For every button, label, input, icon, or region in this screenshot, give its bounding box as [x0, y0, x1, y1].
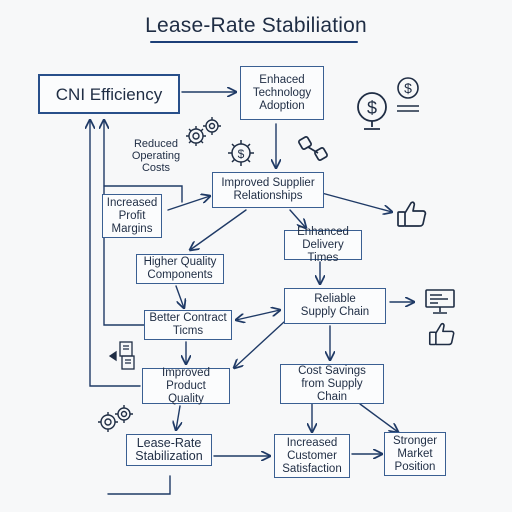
svg-text:$: $ — [238, 147, 245, 161]
arrow-contract-feedback — [104, 120, 145, 326]
wrench-icon — [298, 136, 328, 161]
arrow-quality-feedback — [90, 120, 141, 387]
title-underline — [150, 41, 358, 43]
node-market-position: Stronger Market Position — [384, 432, 446, 476]
node-quality-components: Higher Quality Components — [136, 254, 224, 284]
gears-icon-2 — [98, 405, 133, 432]
svg-text:$: $ — [367, 98, 377, 118]
thumbs-up-icon — [397, 201, 427, 227]
arrow-costsavings-to-market — [359, 403, 398, 432]
node-supplier-relationships: Improved Supplier Relationships — [212, 172, 324, 208]
node-profit-margins: Increased Profit Margins — [102, 194, 162, 238]
gear-with-dollar-icon: $ — [228, 140, 254, 166]
documents-icon — [108, 341, 135, 370]
thumbs-up-icon-2 — [428, 322, 455, 346]
arrow-supplier-to-components — [190, 209, 247, 250]
node-cni-efficiency: CNI Efficiency — [38, 74, 180, 114]
arrow-supplychain-to-quality — [234, 321, 285, 368]
arrow-lease-bottom — [107, 475, 171, 495]
arrow-components-to-contract — [175, 285, 184, 308]
node-technology-adoption: Enhaced Technology Adoption — [240, 66, 324, 120]
node-product-quality: Improved Product Quality — [142, 367, 230, 405]
dollar-sign-on-stand-icon: $ — [357, 92, 387, 130]
node-delivery-times: Enhanced Delivery Times — [284, 226, 362, 264]
gears-icon — [186, 117, 221, 146]
dollar-sign-icon: $ — [397, 77, 419, 99]
computer-monitor-icon — [425, 289, 455, 314]
node-cost-savings: Cost Savings from Supply Chain — [280, 364, 384, 404]
arrow-contract-supplychain — [236, 310, 280, 320]
arrow-supplier-to-thumbs — [317, 191, 392, 212]
label-reduced-operating-costs: Reduced Operating Costs — [131, 138, 181, 174]
svg-text:$: $ — [404, 80, 412, 96]
bracket-profit — [103, 185, 183, 203]
lines-icon — [397, 105, 419, 112]
arrow-profit-to-supplier — [167, 196, 210, 211]
diagram-title: Lease-Rate Stabiliation — [145, 14, 367, 37]
node-supply-chain: Reliable Supply Chain — [284, 288, 386, 324]
node-contract-terms: Better Contract Ticms — [144, 310, 232, 340]
node-customer-satisfaction: Increased Customer Satisfaction — [274, 434, 350, 478]
arrow-quality-to-lease — [176, 405, 180, 430]
arrow-supplier-to-delivery — [289, 209, 306, 228]
node-lease-rate-stabilization: Lease-Rate Stabilization — [126, 434, 212, 466]
